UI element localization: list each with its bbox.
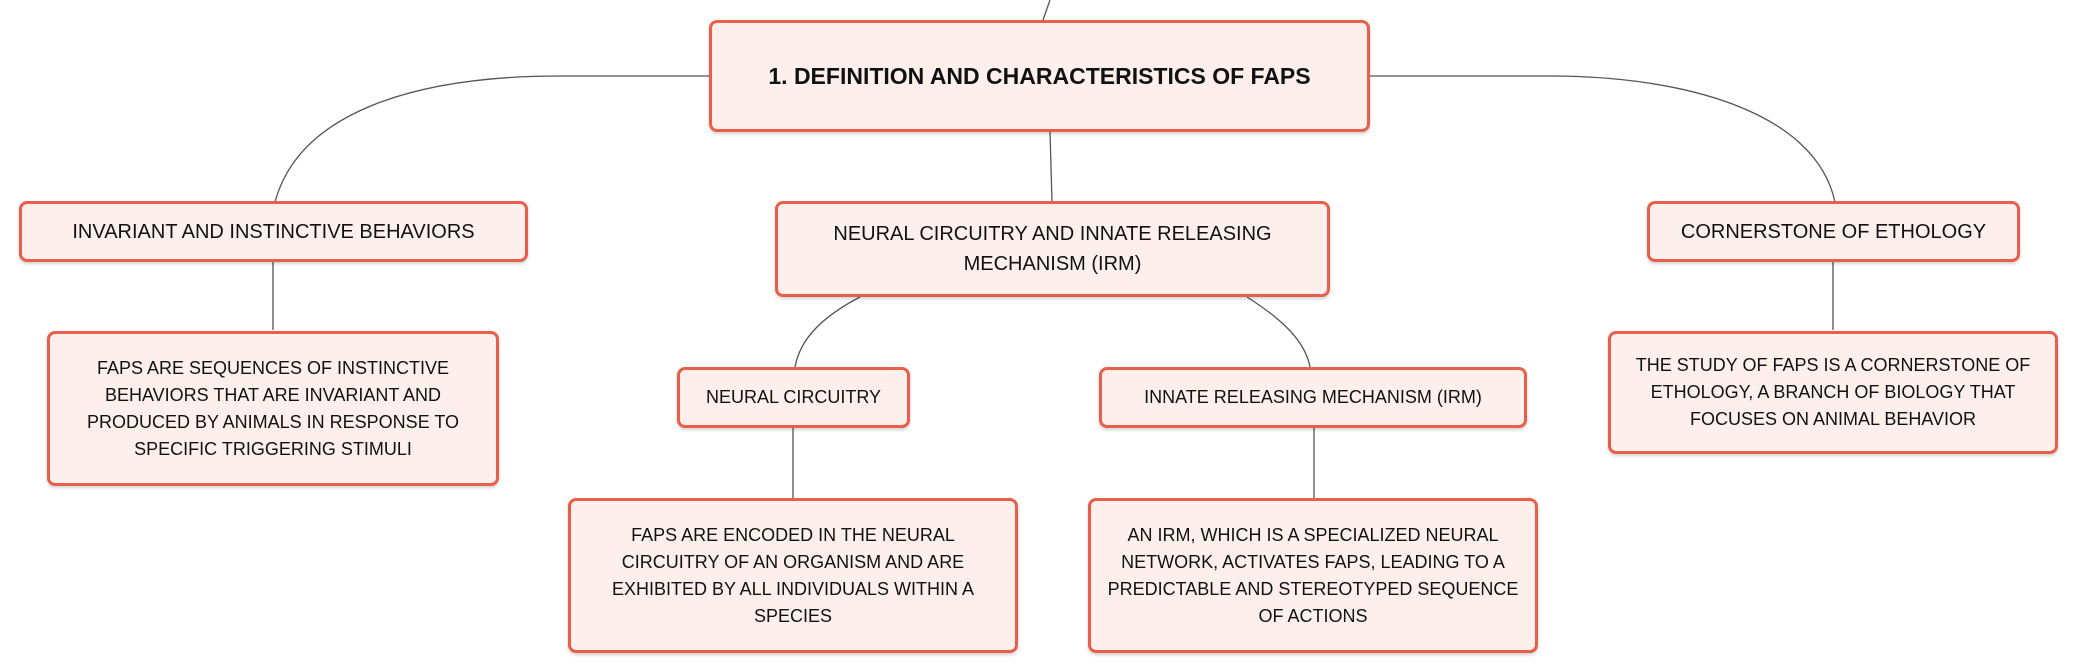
- root-node[interactable]: 1. DEFINITION AND CHARACTERISTICS OF FAP…: [709, 20, 1370, 132]
- node-neural-irm-label: NEURAL CIRCUITRY AND INNATE RELEASING ME…: [833, 223, 1272, 275]
- node-invariant-detail[interactable]: FAPS ARE SEQUENCES OF INSTINCTIVE BEHAVI…: [47, 331, 499, 486]
- node-irm-detail-text: AN IRM, WHICH IS A SPECIALIZED NEURAL NE…: [1107, 524, 1519, 626]
- node-irm-label: INNATE RELEASING MECHANISM (IRM): [1144, 387, 1482, 407]
- node-invariant-detail-text: FAPS ARE SEQUENCES OF INSTINCTIVE BEHAVI…: [86, 357, 460, 459]
- node-cornerstone-detail[interactable]: THE STUDY OF FAPS IS A CORNERSTONE OF ET…: [1608, 331, 2058, 454]
- node-neural-circuitry-detail[interactable]: FAPS ARE ENCODED IN THE NEURAL CIRCUITRY…: [568, 498, 1018, 653]
- connector-parent-to-root: [1042, 0, 1051, 21]
- node-cornerstone-ethology-label: CORNERSTONE OF ETHOLOGY: [1680, 220, 1987, 243]
- connector-root-to-invariant: [274, 75, 710, 203]
- node-cornerstone-detail-text: THE STUDY OF FAPS IS A CORNERSTONE OF ET…: [1635, 355, 2031, 429]
- node-irm[interactable]: INNATE RELEASING MECHANISM (IRM): [1099, 367, 1527, 428]
- node-cornerstone-ethology[interactable]: CORNERSTONE OF ETHOLOGY: [1647, 201, 2020, 262]
- root-node-label: 1. DEFINITION AND CHARACTERISTICS OF FAP…: [768, 62, 1311, 89]
- connector-root-to-neural-irm: [1049, 130, 1053, 203]
- node-irm-detail[interactable]: AN IRM, WHICH IS A SPECIALIZED NEURAL NE…: [1088, 498, 1538, 653]
- connector-root-to-cornerstone: [1368, 75, 1836, 203]
- node-neural-irm[interactable]: NEURAL CIRCUITRY AND INNATE RELEASING ME…: [775, 201, 1330, 297]
- node-neural-circuitry[interactable]: NEURAL CIRCUITRY: [677, 367, 910, 428]
- connector-neural-irm-to-irm: [1246, 296, 1311, 368]
- node-neural-circuitry-label: NEURAL CIRCUITRY: [705, 387, 882, 407]
- node-invariant-behaviors-label: INVARIANT AND INSTINCTIVE BEHAVIORS: [72, 220, 475, 243]
- node-neural-circuitry-detail-text: FAPS ARE ENCODED IN THE NEURAL CIRCUITRY…: [611, 524, 975, 626]
- connector-neural-irm-to-neural: [794, 296, 861, 368]
- node-invariant-behaviors[interactable]: INVARIANT AND INSTINCTIVE BEHAVIORS: [19, 201, 528, 262]
